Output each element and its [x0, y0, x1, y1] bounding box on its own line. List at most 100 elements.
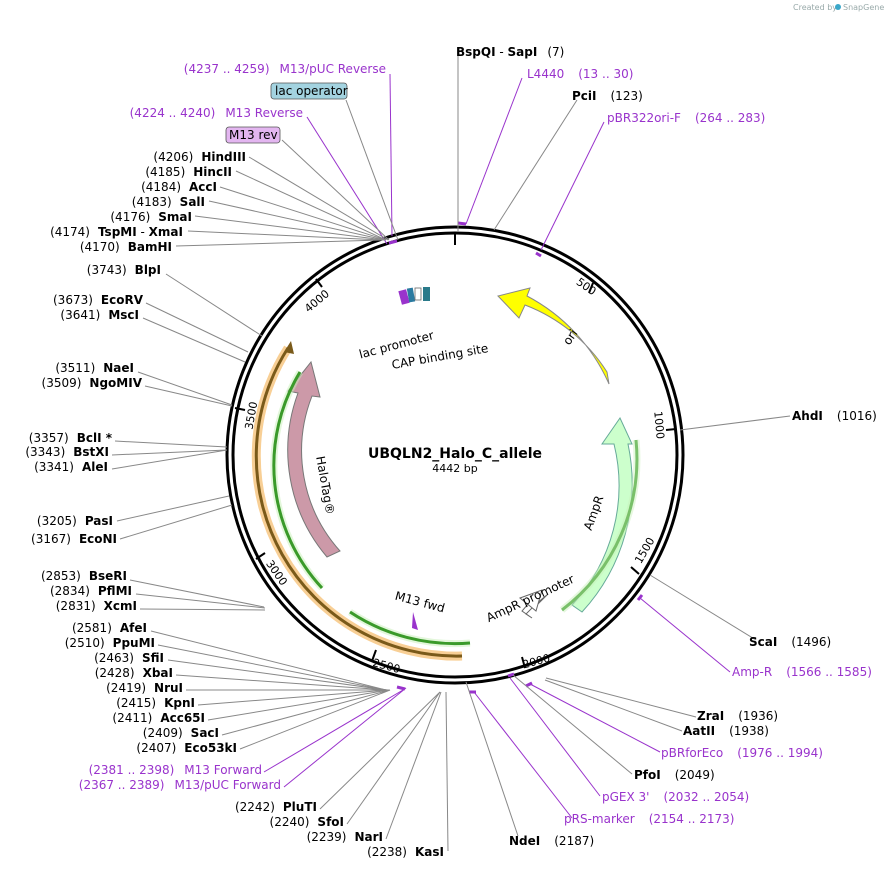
primer-mark-m13rev [388, 239, 398, 245]
backbone-outer-ring [225, 225, 685, 685]
label-zrai: ZraI(1936) [697, 709, 778, 723]
m13-fwd-feature [412, 612, 418, 630]
label-m13-reverse: (4224 .. 4240)M13 Reverse [130, 106, 303, 120]
tick-marks [234, 233, 677, 669]
left-label-lines [111, 73, 449, 852]
lac-cluster [398, 287, 430, 305]
lac-promoter-block [398, 289, 410, 305]
label-m13-puc-forward: (2367 .. 2389)M13/pUC Forward [79, 778, 281, 792]
ori-feature [497, 287, 610, 385]
label-nari: (2239)NarI [307, 830, 383, 844]
label-bstxi: (3343)BstXI [25, 445, 109, 459]
tick-1500 [630, 566, 640, 575]
lac-operator-box [270, 82, 348, 100]
m13-fwd-label: M13 fwd [394, 589, 447, 616]
label-ndei: NdeI(2187) [509, 834, 594, 848]
m13-rev-label: M13 rev [229, 128, 278, 142]
bottom-green-arc [349, 610, 471, 646]
inner-green-arc [272, 371, 324, 590]
halotag-feature [287, 360, 341, 558]
snapgene-name: SnapGene [843, 3, 884, 12]
label-aatii: AatII(1938) [683, 724, 769, 738]
tick-label-1000: 1000 [651, 411, 666, 440]
ampr-feature [571, 416, 633, 613]
primer-mark-m13fwd [396, 685, 406, 691]
lac-operator-block [406, 287, 416, 303]
label-tspmi: (4174)TspMI - XmaI [50, 225, 183, 239]
primer-mark-ampr [636, 594, 644, 601]
ampr-orf-line [561, 439, 639, 612]
tick-1000 [665, 428, 677, 431]
label-smai: (4176)SmaI [110, 210, 192, 224]
label-prs-marker: pRS-marker(2154 .. 2173) [564, 812, 734, 826]
label-bcli: (3357)BclI * [29, 431, 113, 445]
left-labels: (4237 .. 4259)M13/pUC Reverse (4224 .. 4… [25, 62, 444, 859]
label-hindiii: (4206)HindIII [153, 150, 246, 164]
label-bamhi: (4170)BamHI [80, 240, 172, 254]
label-econi: (3167)EcoNI [31, 532, 117, 546]
label-pasi: (3205)PasI [37, 514, 113, 528]
tick-label-500: 500 [574, 275, 599, 298]
label-ppumi: (2510)PpuMI [65, 636, 155, 650]
label-pbrforeco: pBRforEco(1976 .. 1994) [661, 746, 823, 760]
ampr-label: AmpR [581, 494, 606, 532]
label-sfii: (2463)SfiI [94, 651, 164, 665]
label-ahdi: AhdI(1016) [792, 409, 877, 423]
label-scai: ScaI(1496) [749, 635, 831, 649]
label-pfoi: PfoI(2049) [634, 768, 715, 782]
label-amp-r: Amp-R(1566 .. 1585) [732, 665, 872, 679]
tick-2000 [521, 656, 526, 669]
label-bspqi: BspQI - SapI(7) [456, 45, 564, 59]
orf-arrowhead [284, 341, 294, 354]
label-sfoi: (2240)SfoI [270, 815, 344, 829]
label-alei: (3341)AleI [34, 460, 108, 474]
label-kasi: (2238)KasI [367, 845, 444, 859]
label-m13-puc-reverse: (4237 .. 4259)M13/pUC Reverse [184, 62, 386, 76]
label-pluti: (2242)PluTI [235, 800, 317, 814]
label-pbr322ori-f: pBR322ori-F(264 .. 283) [607, 111, 765, 125]
label-m13-forward: (2381 .. 2398)M13 Forward [89, 763, 262, 777]
label-xcmi: (2831)XcmI [56, 599, 137, 613]
label-blpi: (3743)BlpI [87, 263, 161, 277]
label-xbai: (2428)XbaI [95, 666, 173, 680]
label-pcii: PciI(123) [572, 89, 643, 103]
primer-mark-l4440 [457, 221, 467, 226]
cap-site-block [414, 287, 422, 301]
label-pgex3: pGEX 3'(2032 .. 2054) [602, 790, 749, 804]
primer-mark-pgex [507, 672, 515, 678]
tick-4000 [315, 278, 323, 288]
cap-site-block-2 [423, 287, 430, 301]
label-kpni: (2415)KpnI [116, 696, 195, 710]
label-acci: (4184)AccI [141, 180, 217, 194]
snapgene-logo-icon [835, 4, 841, 10]
label-saci: (2409)SacI [143, 726, 219, 740]
primer-mark-pbrforeco [525, 681, 533, 688]
label-nrui: (2419)NruI [106, 681, 183, 695]
label-afei: (2581)AfeI [72, 621, 147, 635]
ampr-promoter-arrowhead [518, 589, 543, 612]
plasmid-length: 4442 bp [432, 462, 477, 475]
plasmid-name: UBQLN2_Halo_C_allele [368, 446, 542, 462]
label-pflmi: (2834)PflMI [50, 584, 132, 598]
ampr-orf-halo [559, 439, 641, 613]
lac-operator-label: lac operator [275, 84, 348, 98]
label-l4440: L4440(13 .. 30) [527, 67, 633, 81]
tick-500 [588, 282, 594, 294]
label-msci: (3641)MscI [60, 308, 139, 322]
label-ecorv: (3673)EcoRV [53, 293, 144, 307]
primer-marks [388, 221, 644, 694]
tick-3000 [255, 552, 266, 560]
tick-3500 [234, 407, 246, 411]
label-hincii: (4185)HincII [145, 165, 232, 179]
label-bseri: (2853)BseRI [41, 569, 127, 583]
label-sali: (4183)SalI [132, 195, 205, 209]
tick-2500 [371, 649, 377, 662]
m13-rev-box [225, 126, 281, 144]
orf-arc [254, 347, 463, 658]
label-eco53ki: (2407)Eco53kI [136, 741, 237, 755]
halotag-label: HaloTag® [313, 455, 337, 516]
label-acc65i: (2411)Acc65I [112, 711, 205, 725]
primer-mark-pbr322ori [535, 251, 542, 258]
snapgene-brand: Created by SnapGene [793, 3, 884, 12]
